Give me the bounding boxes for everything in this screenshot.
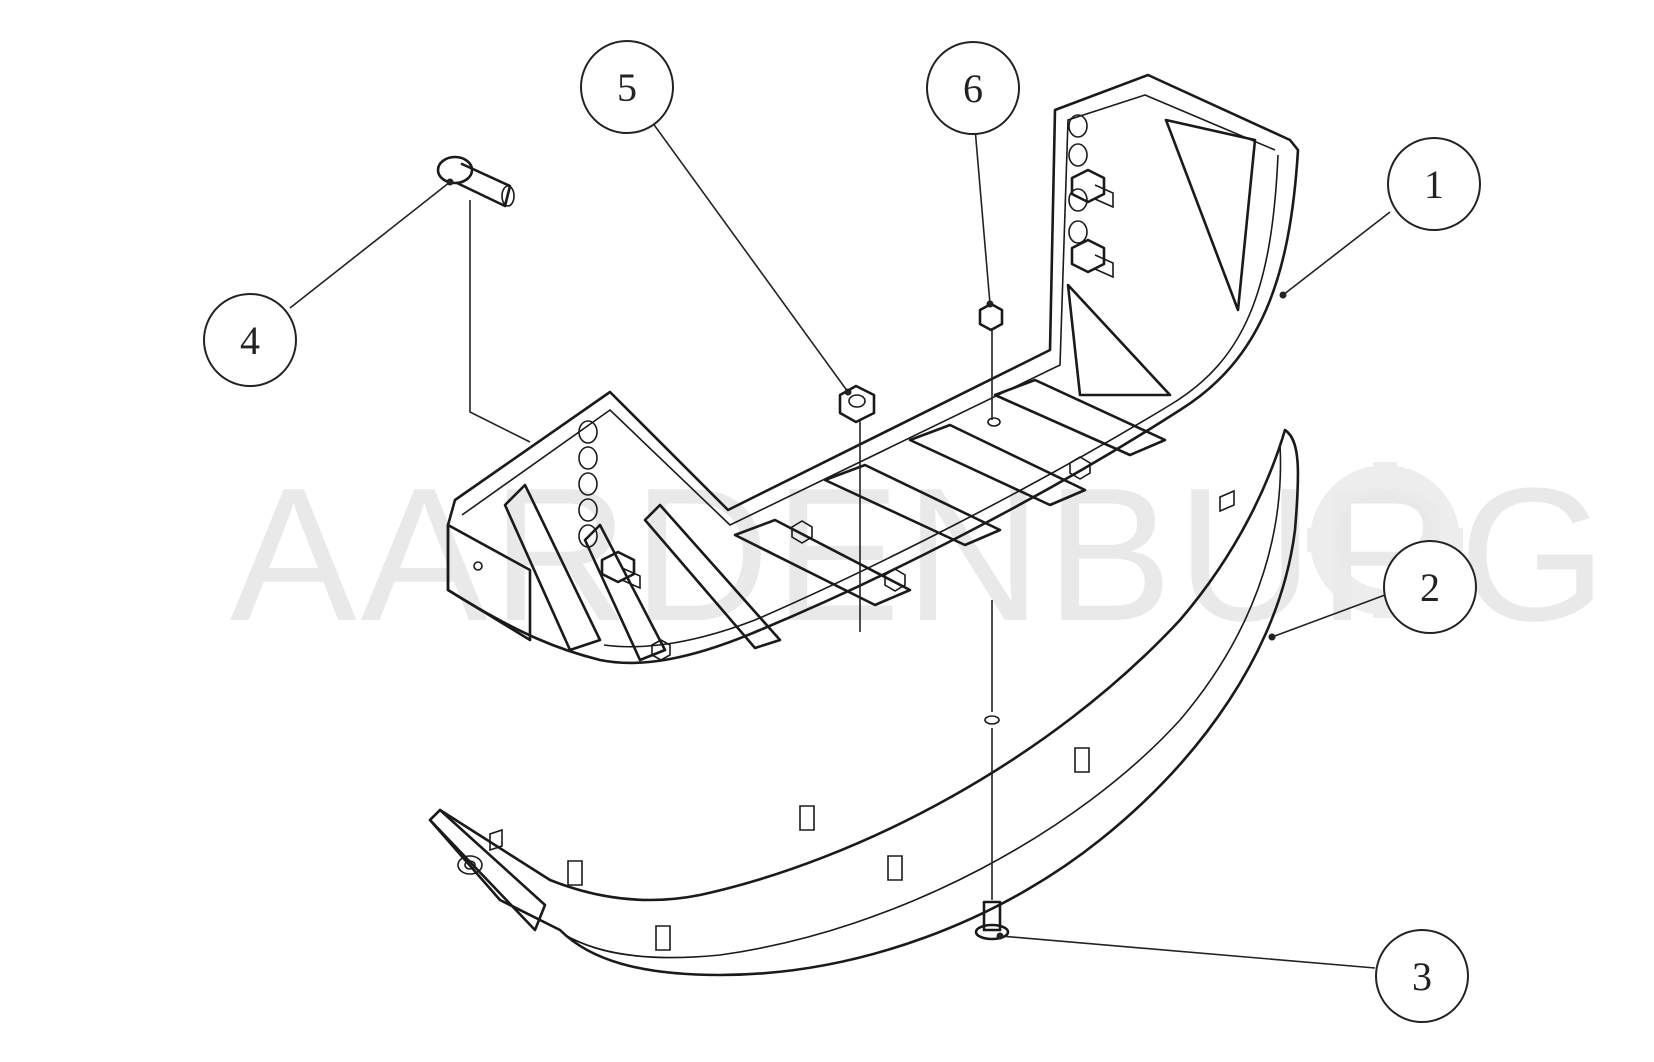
svg-text:1: 1 xyxy=(1424,162,1444,207)
stud-nut-right-upper xyxy=(1070,168,1114,209)
svg-text:5: 5 xyxy=(617,65,637,110)
leader-lines xyxy=(289,121,1391,969)
svg-text:4: 4 xyxy=(240,318,260,363)
nut-part-5 xyxy=(838,384,876,424)
callout-2: 2 xyxy=(1383,540,1477,634)
callout-5: 5 xyxy=(580,40,674,134)
watermark-gear-icon xyxy=(1307,462,1463,618)
base-nut-1 xyxy=(791,520,813,544)
stud-nut-right-lower xyxy=(1070,238,1114,279)
svg-text:2: 2 xyxy=(1420,565,1440,610)
upper-bracket-part xyxy=(446,73,1300,665)
nut-part-6 xyxy=(978,302,1004,332)
callout-3: 3 xyxy=(1375,929,1469,1023)
base-nut-4 xyxy=(651,639,671,661)
svg-text:3: 3 xyxy=(1412,954,1432,999)
callout-1: 1 xyxy=(1387,137,1481,231)
plate-pins xyxy=(489,489,1235,951)
base-nut-2 xyxy=(884,568,906,592)
lower-wear-plate-part xyxy=(428,428,1300,977)
stud-nut-left xyxy=(600,550,641,590)
callout-4: 4 xyxy=(203,293,297,387)
bottom-bolt-part xyxy=(974,900,1010,941)
carriage-bolt-part xyxy=(436,155,515,208)
callout-6: 6 xyxy=(926,41,1020,135)
svg-text:6: 6 xyxy=(963,66,983,111)
base-nut-3 xyxy=(1069,456,1091,480)
